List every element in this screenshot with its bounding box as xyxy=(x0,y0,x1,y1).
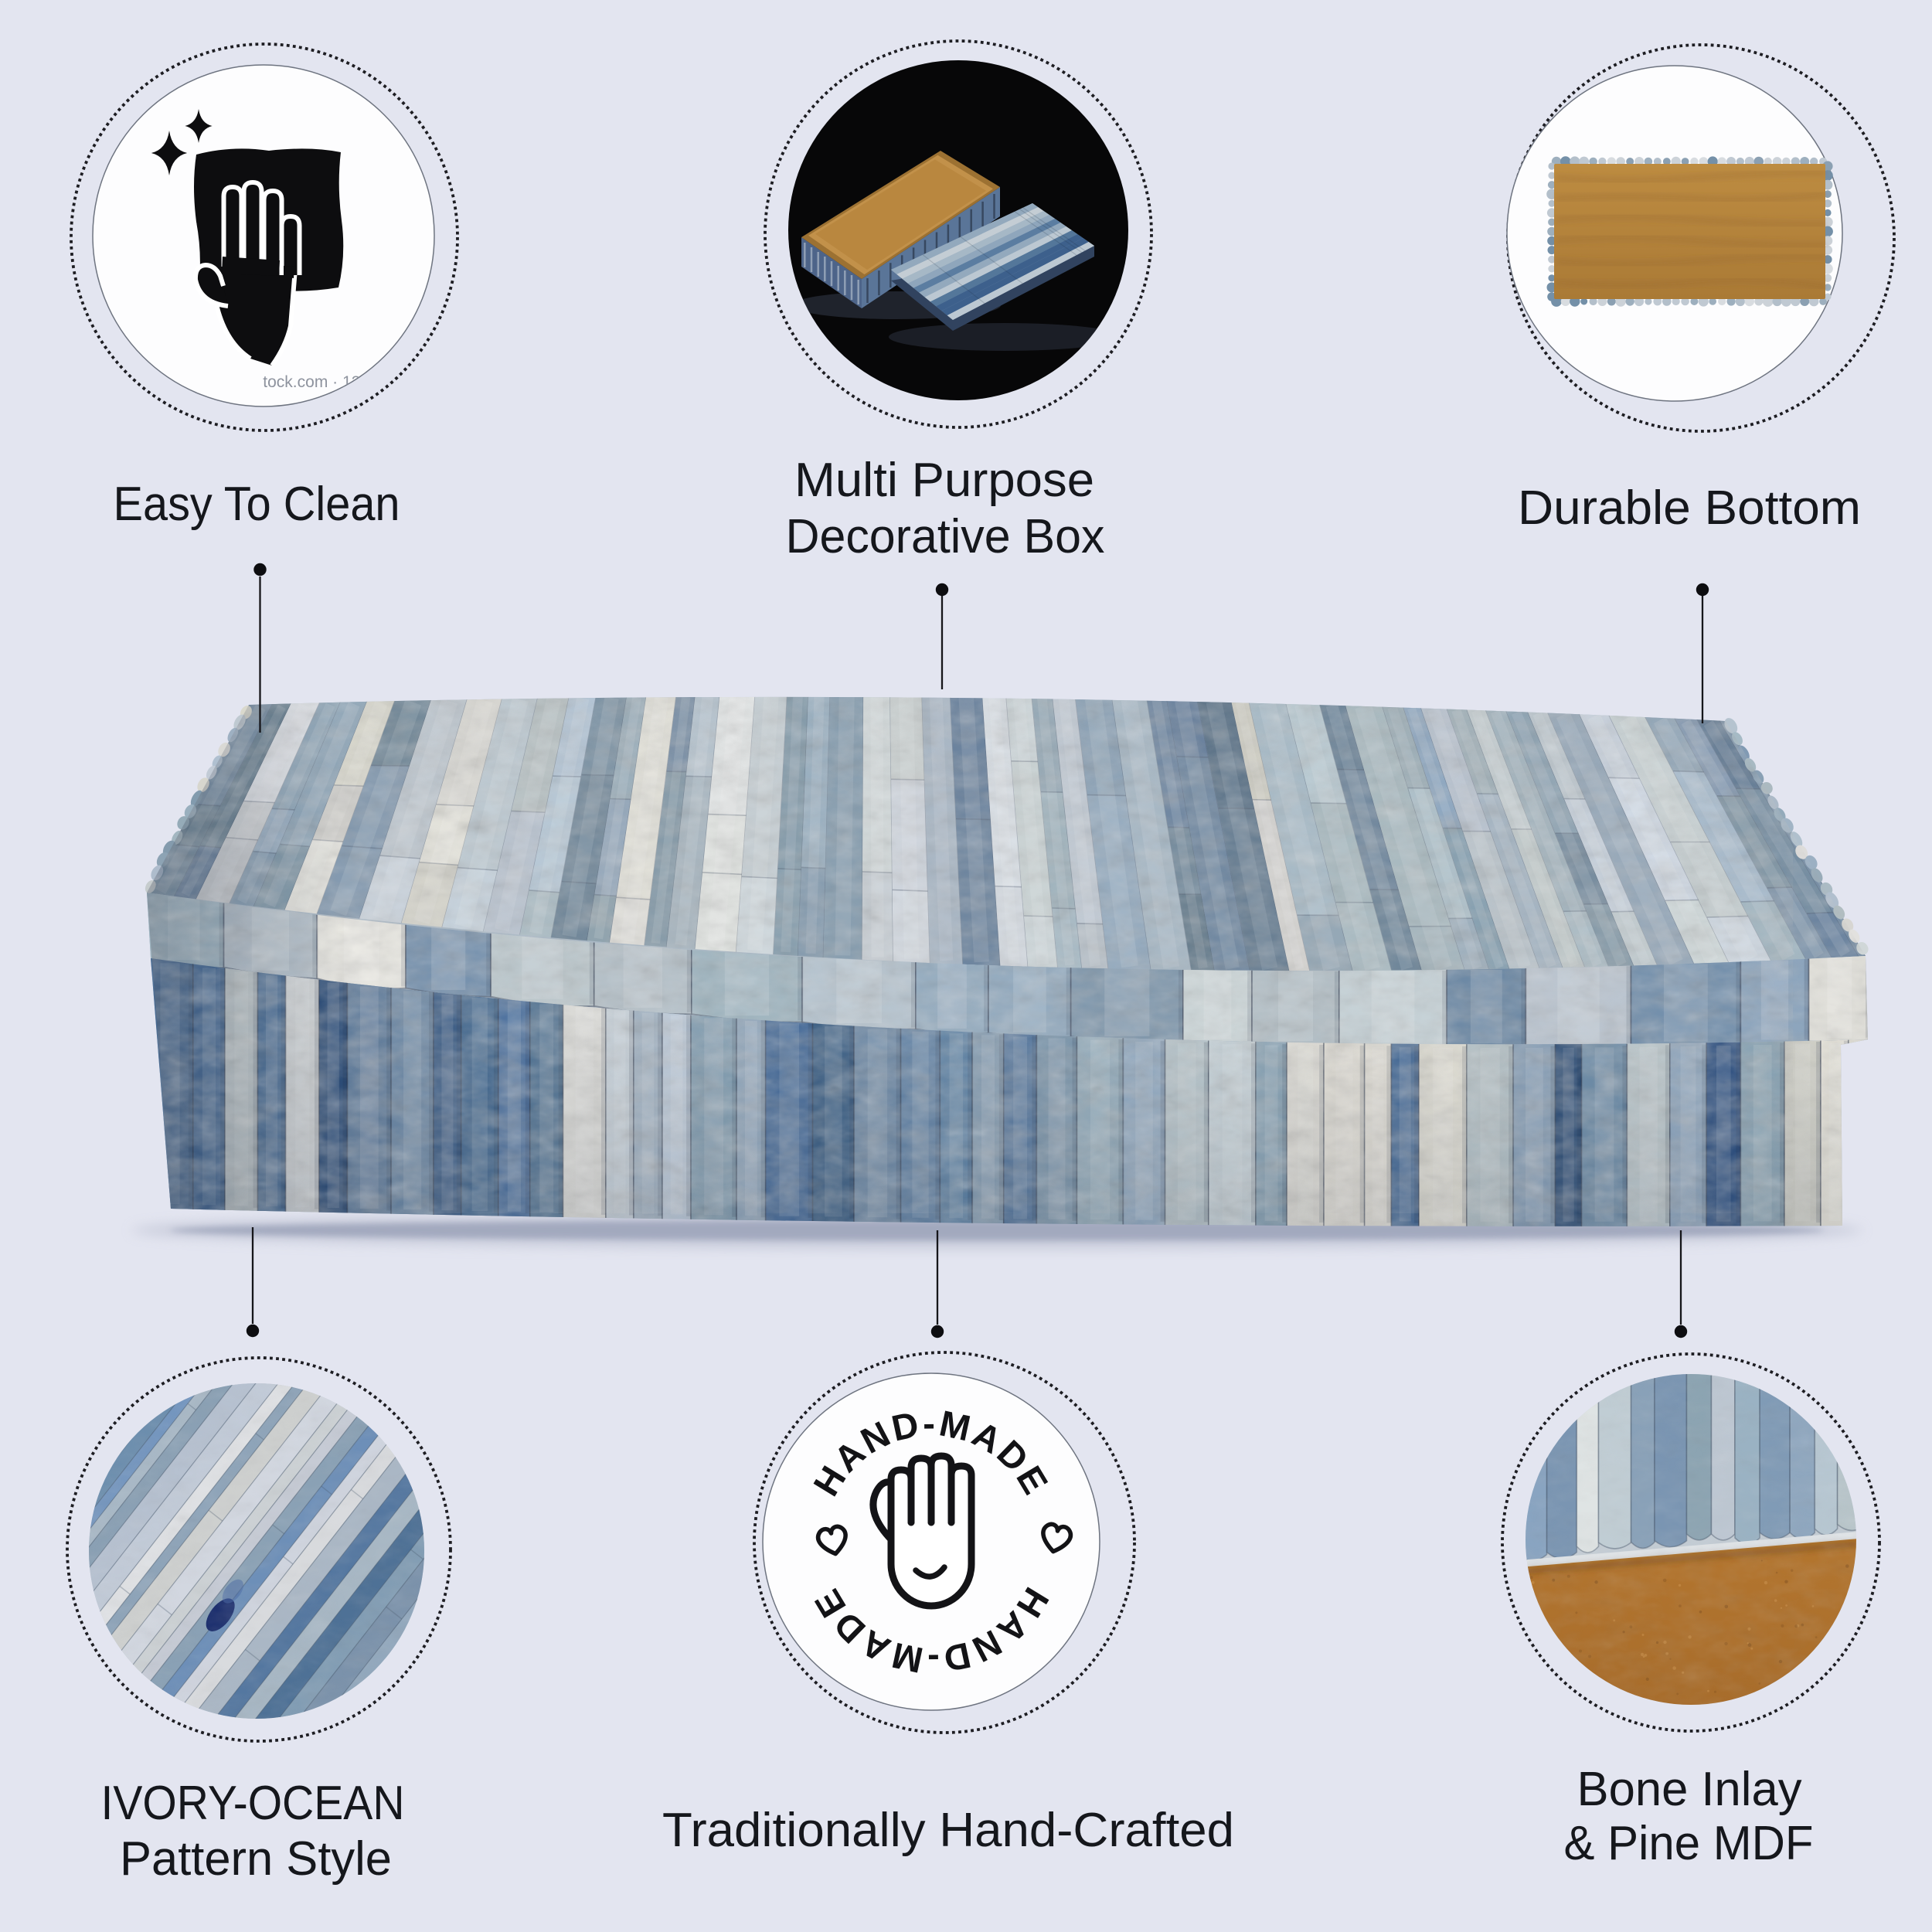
svg-text:Durable Bottom: Durable Bottom xyxy=(1518,481,1861,535)
svg-text:Decorative Box: Decorative Box xyxy=(786,510,1105,563)
svg-text:Pattern Style: Pattern Style xyxy=(120,1832,392,1886)
svg-text:Bone Inlay: Bone Inlay xyxy=(1577,1763,1802,1816)
svg-text:Traditionally Hand-Crafted: Traditionally Hand-Crafted xyxy=(662,1804,1234,1857)
svg-text:& Pine MDF: & Pine MDF xyxy=(1564,1817,1814,1870)
svg-text:Easy To Clean: Easy To Clean xyxy=(114,478,400,531)
svg-text:IVORY-OCEAN: IVORY-OCEAN xyxy=(101,1777,405,1830)
svg-text:Multi Purpose: Multi Purpose xyxy=(794,454,1094,507)
